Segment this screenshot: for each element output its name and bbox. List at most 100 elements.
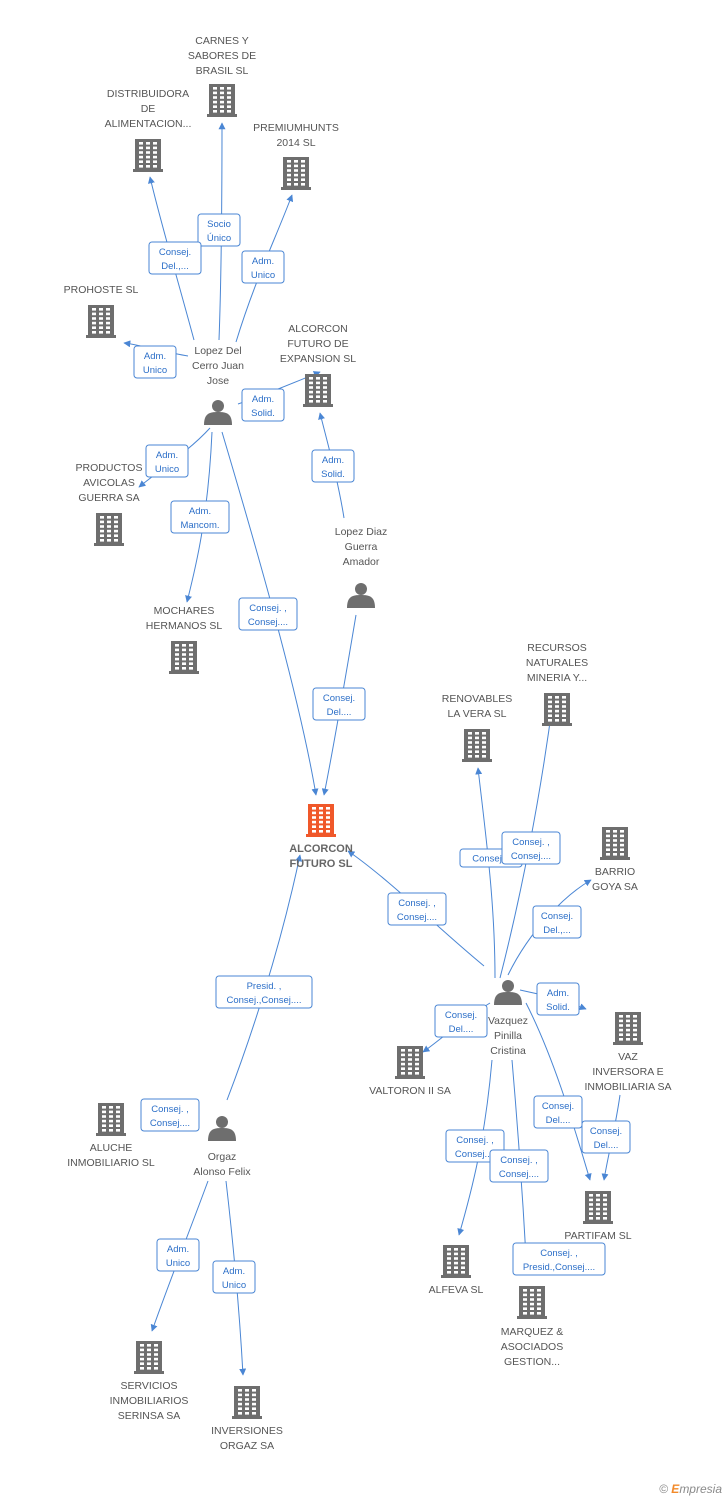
node-label: BRASIL SL: [196, 65, 249, 77]
building-icon: [134, 1341, 164, 1374]
node-label: SERVICIOS: [121, 1380, 178, 1392]
company-node-prohoste[interactable]: PROHOSTE SL: [64, 284, 139, 338]
relation-label: Socio: [207, 219, 231, 230]
relation-label: Consej....: [499, 1169, 539, 1180]
relation-label: Consej.: [159, 247, 191, 258]
relation-badge-box: [241, 250, 285, 284]
relation-badge-box: [145, 444, 189, 478]
building-icon: [395, 1046, 425, 1079]
relation-label: Solid.: [546, 1002, 570, 1013]
relation-label: Adm.: [252, 256, 274, 267]
relation-badge-r_ld_alcorcon[interactable]: Consej.Del....: [312, 687, 366, 721]
relation-label: Consej. ,: [456, 1135, 494, 1146]
node-label: ALIMENTACION...: [105, 118, 192, 130]
relation-badge-box: [156, 1238, 200, 1272]
relation-badge-r_inversiones[interactable]: Adm.Unico: [212, 1260, 256, 1294]
relation-label: Consej.: [541, 911, 573, 922]
node-label: SERINSA SA: [118, 1410, 180, 1422]
company-node-marquez[interactable]: MARQUEZ &ASOCIADOSGESTION...: [501, 1286, 563, 1368]
relation-badge-r_barrio[interactable]: Consej.Del.,...: [532, 905, 582, 939]
node-label: Lopez Diaz: [335, 526, 388, 538]
node-label: DISTRIBUIDORA: [107, 88, 189, 100]
relation-badge-r_vz_solid[interactable]: Adm.Solid.: [536, 982, 580, 1016]
copyright-symbol: ©: [659, 1482, 668, 1496]
relation-label: Unico: [222, 1280, 246, 1291]
building-icon: [207, 84, 237, 117]
relation-label: Adm.: [189, 506, 211, 517]
relation-badge-box: [238, 597, 298, 631]
relation-label: Consej. ,: [151, 1104, 189, 1115]
relation-label: Del....: [449, 1024, 474, 1035]
company-node-barrio[interactable]: BARRIO GOYA SA: [592, 827, 638, 893]
company-node-alfeva[interactable]: ALFEVA SL: [429, 1245, 484, 1296]
node-label: GOYA SA: [592, 881, 638, 893]
person-icon: [347, 583, 375, 608]
relation-badge-r_marquez[interactable]: Consej. ,Presid.,Consej....: [512, 1242, 606, 1276]
relation-label: Consej. ,: [249, 603, 287, 614]
node-label: 2014 SL: [276, 137, 315, 149]
relation-label: Del....: [327, 707, 352, 718]
node-label: RENOVABLES: [442, 693, 512, 705]
node-label: RECURSOS: [527, 642, 587, 654]
company-node-distribuidora[interactable]: DISTRIBUIDORADEALIMENTACION...: [105, 88, 192, 172]
relation-badge-r_recursos[interactable]: Consej. ,Consej....: [501, 831, 561, 865]
relation-badge-r_lc_solid[interactable]: Adm.Solid.: [241, 388, 285, 422]
relation-label: Adm.: [252, 394, 274, 405]
relation-badge-r_orgaz_alcorcon[interactable]: Presid. ,Consej.,Consej....: [215, 975, 313, 1009]
relation-badge-r_lc_alcorcon[interactable]: Consej. , Consej....: [238, 597, 298, 631]
node-label: ALUCHE: [90, 1142, 133, 1154]
relation-badge-box: [133, 345, 177, 379]
company-node-valtoron[interactable]: VALTORON II SA: [369, 1046, 451, 1097]
relation-badge-r_aluche[interactable]: Consej. ,Consej....: [140, 1098, 200, 1132]
relation-badge-r_productos[interactable]: Adm.Unico: [145, 444, 189, 478]
node-label: ALFEVA SL: [429, 1284, 484, 1296]
relation-badge-r_distrib[interactable]: Consej.Del.,...: [148, 241, 202, 275]
node-label: Pinilla: [494, 1030, 522, 1042]
brand-name: mpresia: [679, 1482, 722, 1496]
relation-badge-r_vz_valtoron[interactable]: Consej.Del....: [434, 1004, 488, 1038]
relation-label: Solid.: [321, 469, 345, 480]
relation-badge-r_premium[interactable]: Adm. Unico: [241, 250, 285, 284]
relation-label: Unico: [143, 365, 167, 376]
relation-badge-r_partifam1[interactable]: Consej.Del....: [533, 1095, 583, 1129]
relation-badge-r_ld_solid[interactable]: Adm.Solid.: [311, 449, 355, 483]
relation-badge-box: [212, 1260, 256, 1294]
relation-badge-r_prohoste[interactable]: Adm.Unico: [133, 345, 177, 379]
relation-label: Unico: [166, 1258, 190, 1269]
empresia-brand[interactable]: © Empresia: [659, 1482, 722, 1496]
relation-label: Unico: [251, 270, 275, 281]
building-icon: [462, 729, 492, 762]
relation-badge-r_marquez_mid[interactable]: Consej. ,Consej....: [489, 1149, 549, 1183]
node-label: ALCORCON: [288, 323, 348, 335]
relation-badge-r_partifam2[interactable]: Consej.Del....: [581, 1120, 631, 1154]
relation-badge-r_servicios[interactable]: Adm.Unico: [156, 1238, 200, 1272]
relations-layer: SocioÚnicoConsej.Del.,...Adm.UnicoAdm.Un…: [133, 213, 631, 1294]
relation-label: Consej....: [248, 617, 288, 628]
relation-label: Del....: [546, 1115, 571, 1126]
relation-badge-r_vz_alcorcon[interactable]: Consej. ,Consej....: [387, 892, 447, 926]
company-node-partifam[interactable]: PARTIFAM SL: [564, 1191, 632, 1242]
relation-badge-box: [140, 1098, 200, 1132]
building-icon: [303, 374, 333, 407]
relation-badge-r_mochares[interactable]: Adm.Mancom.: [170, 500, 230, 534]
node-label: Alonso Felix: [193, 1166, 251, 1178]
relation-badge-box: [241, 388, 285, 422]
node-label: BARRIO: [595, 866, 635, 878]
